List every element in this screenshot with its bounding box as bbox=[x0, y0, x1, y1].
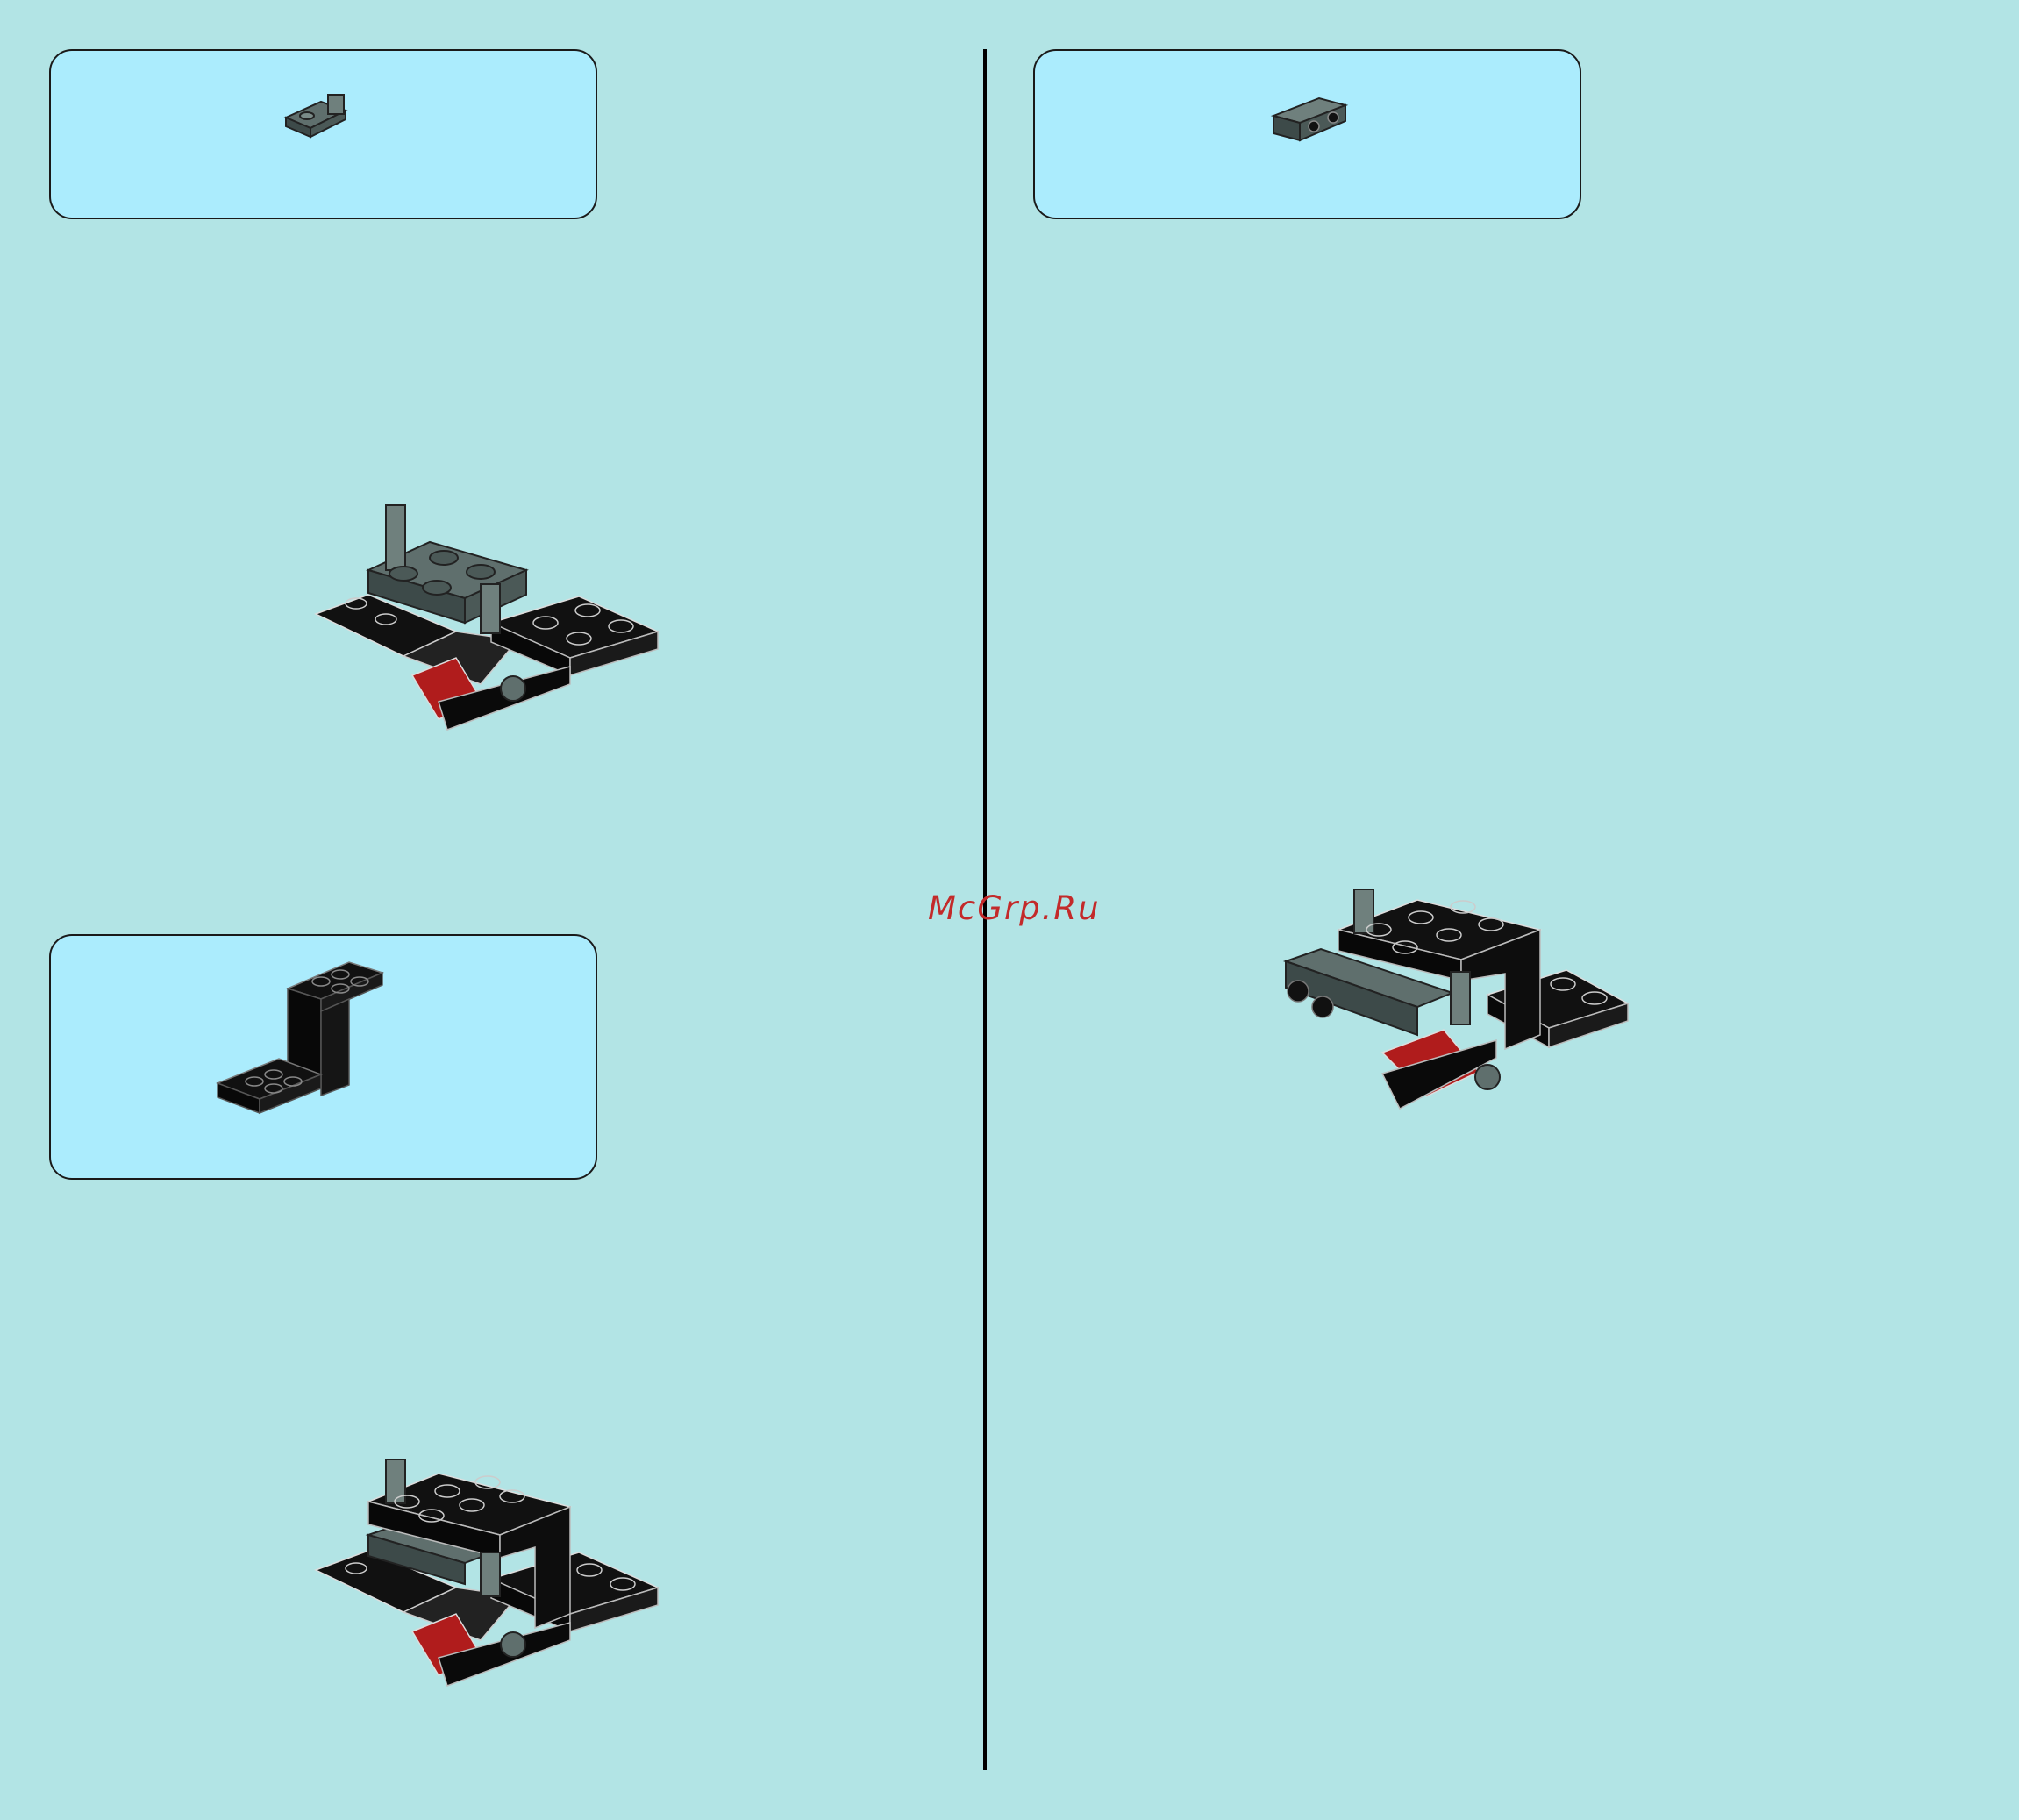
grey-side-stud-plate-icon bbox=[1265, 88, 1361, 158]
parts-callout-3 bbox=[49, 934, 597, 1180]
parts-callout-2 bbox=[1033, 49, 1581, 219]
assembly-step-c bbox=[1277, 886, 1637, 1131]
grey-clip-plate-icon bbox=[277, 86, 374, 156]
black-bracket-icon bbox=[218, 953, 428, 1146]
parts-callout-1 bbox=[49, 49, 597, 219]
watermark-text: McGrp.Ru bbox=[928, 889, 1101, 927]
assembly-step-b bbox=[316, 1456, 667, 1710]
assembly-step-a bbox=[316, 500, 667, 754]
